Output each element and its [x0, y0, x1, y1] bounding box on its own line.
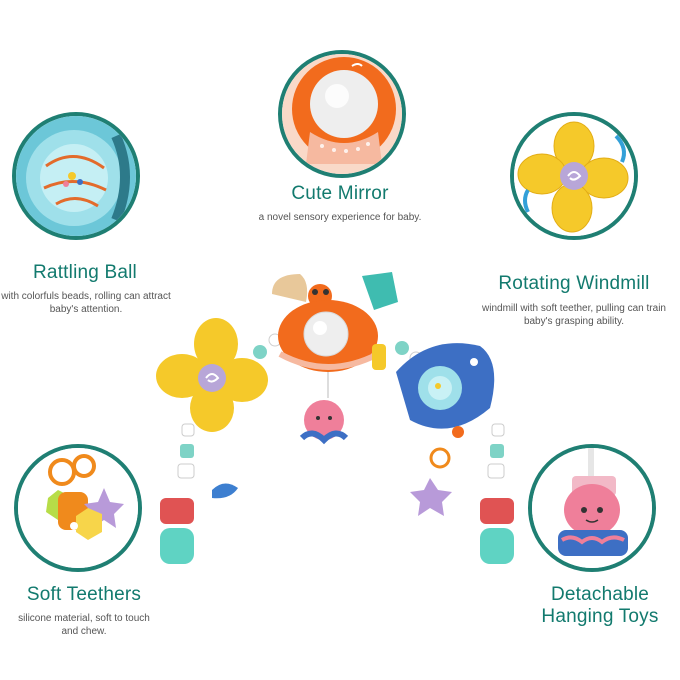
ball-feature-image	[12, 112, 140, 240]
ball-desc: with colorfuls beads, rolling can attrac…	[1, 291, 171, 315]
middle-octopus-toy	[299, 372, 349, 445]
octopus-icon	[532, 448, 652, 568]
windmill-icon	[514, 116, 634, 236]
teethers-feature-image	[14, 444, 142, 572]
left-chain	[160, 423, 238, 564]
mirror-feature-image	[278, 50, 406, 178]
ball-title: Rattling Ball	[33, 262, 137, 283]
teethers-desc: silicone material, soft to touch and che…	[18, 613, 150, 637]
teethers-title: Soft Teethers	[26, 584, 142, 605]
mirror-title: Cute Mirror	[291, 183, 389, 204]
mirror-icon	[282, 54, 402, 174]
teether-icon	[18, 448, 138, 568]
windmill-feature-image	[510, 112, 638, 240]
shark-ball-toy	[396, 343, 495, 438]
crab-mirror-toy	[272, 272, 398, 372]
hanging-feature-image	[528, 444, 656, 572]
windmill-title: Rotating Windmill	[498, 273, 650, 294]
stroller-arch-toy	[156, 272, 514, 564]
mirror-desc: a novel sensory experience for baby.	[258, 212, 422, 223]
hanging-title-line1: Detachable	[550, 584, 650, 605]
left-windmill-toy	[156, 318, 268, 432]
windmill-desc: windmill with soft teether, pulling can …	[482, 303, 666, 327]
hanging-title-line2: Hanging Toys	[541, 606, 659, 627]
right-chain	[410, 423, 514, 564]
rattle-ball-icon	[16, 116, 136, 236]
